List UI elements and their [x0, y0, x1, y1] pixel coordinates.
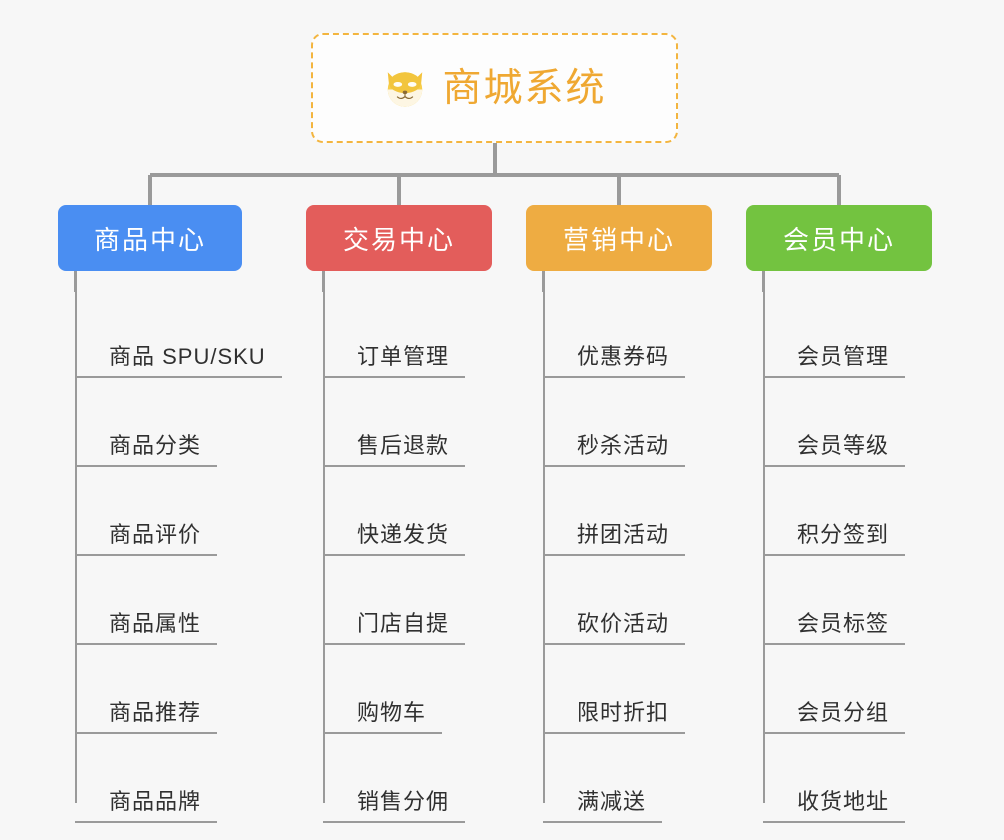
leaf-label: 门店自提: [323, 611, 466, 645]
leaf-item[interactable]: 限时折扣: [543, 645, 712, 734]
leaf-label: 优惠券码: [543, 344, 686, 378]
leaf-item[interactable]: 积分签到: [763, 467, 932, 556]
branch-营销中心: 营销中心 优惠券码 秒杀活动 拼团活动 砍价活动 限时折扣 满减送: [526, 205, 712, 823]
leaf-item[interactable]: 砍价活动: [543, 556, 712, 645]
branch-header-1[interactable]: 商品中心: [58, 205, 242, 271]
leaf-list-1: 商品 SPU/SKU 商品分类 商品评价 商品属性 商品推荐 商品品牌: [75, 271, 282, 823]
leaf-label: 售后退款: [323, 433, 466, 467]
leaf-label: 限时折扣: [543, 700, 686, 734]
leaf-label: 商品推荐: [75, 700, 218, 734]
leaf-label: 订单管理: [323, 344, 466, 378]
leaf-label: 会员管理: [763, 344, 906, 378]
leaf-label: 会员标签: [763, 611, 906, 645]
leaf-label: 收货地址: [763, 789, 906, 823]
leaf-label: 会员分组: [763, 700, 906, 734]
branch-header-3[interactable]: 营销中心: [526, 205, 712, 271]
leaf-label: 会员等级: [763, 433, 906, 467]
leaf-item[interactable]: 会员分组: [763, 645, 932, 734]
leaf-label: 砍价活动: [543, 611, 686, 645]
leaf-item[interactable]: 商品分类: [75, 378, 282, 467]
leaf-label: 积分签到: [763, 522, 906, 556]
leaf-label: 满减送: [543, 789, 663, 823]
leaf-item[interactable]: 会员标签: [763, 556, 932, 645]
root-title: 商城系统: [442, 66, 607, 110]
leaf-item[interactable]: 满减送: [543, 734, 712, 823]
leaf-item[interactable]: 秒杀活动: [543, 378, 712, 467]
leaf-item[interactable]: 商品品牌: [75, 734, 282, 823]
leaf-list-3: 优惠券码 秒杀活动 拼团活动 砍价活动 限时折扣 满减送: [543, 271, 712, 823]
leaf-label: 商品属性: [75, 611, 218, 645]
root-node[interactable]: 商城系统: [311, 33, 678, 143]
leaf-label: 商品 SPU/SKU: [75, 344, 282, 378]
leaf-label: 销售分佣: [323, 789, 466, 823]
leaf-item[interactable]: 销售分佣: [323, 734, 492, 823]
leaf-item[interactable]: 售后退款: [323, 378, 492, 467]
branch-商品中心: 商品中心 商品 SPU/SKU 商品分类 商品评价 商品属性 商品推荐 商品品牌: [58, 205, 282, 823]
leaf-item[interactable]: 拼团活动: [543, 467, 712, 556]
shiba-dog-face-icon: [388, 72, 423, 107]
leaf-item[interactable]: 订单管理: [323, 289, 492, 378]
branch-header-4[interactable]: 会员中心: [746, 205, 932, 271]
leaf-label: 秒杀活动: [543, 433, 686, 467]
leaf-item[interactable]: 商品评价: [75, 467, 282, 556]
leaf-label: 商品品牌: [75, 789, 218, 823]
leaf-item[interactable]: 商品 SPU/SKU: [75, 289, 282, 378]
branch-交易中心: 交易中心 订单管理 售后退款 快递发货 门店自提 购物车 销售分佣: [306, 205, 492, 823]
leaf-list-4: 会员管理 会员等级 积分签到 会员标签 会员分组 收货地址: [763, 271, 932, 823]
leaf-label: 商品评价: [75, 522, 218, 556]
leaf-item[interactable]: 快递发货: [323, 467, 492, 556]
leaf-item[interactable]: 会员管理: [763, 289, 932, 378]
leaf-label: 快递发货: [323, 522, 466, 556]
leaf-item[interactable]: 商品推荐: [75, 645, 282, 734]
leaf-item[interactable]: 会员等级: [763, 378, 932, 467]
branch-header-2[interactable]: 交易中心: [306, 205, 492, 271]
leaf-item[interactable]: 购物车: [323, 645, 492, 734]
branch-会员中心: 会员中心 会员管理 会员等级 积分签到 会员标签 会员分组 收货地址: [746, 205, 932, 823]
leaf-item[interactable]: 收货地址: [763, 734, 932, 823]
leaf-item[interactable]: 商品属性: [75, 556, 282, 645]
leaf-label: 购物车: [323, 700, 443, 734]
leaf-label: 商品分类: [75, 433, 218, 467]
leaf-item[interactable]: 门店自提: [323, 556, 492, 645]
leaf-item[interactable]: 优惠券码: [543, 289, 712, 378]
leaf-label: 拼团活动: [543, 522, 686, 556]
leaf-list-2: 订单管理 售后退款 快递发货 门店自提 购物车 销售分佣: [323, 271, 492, 823]
